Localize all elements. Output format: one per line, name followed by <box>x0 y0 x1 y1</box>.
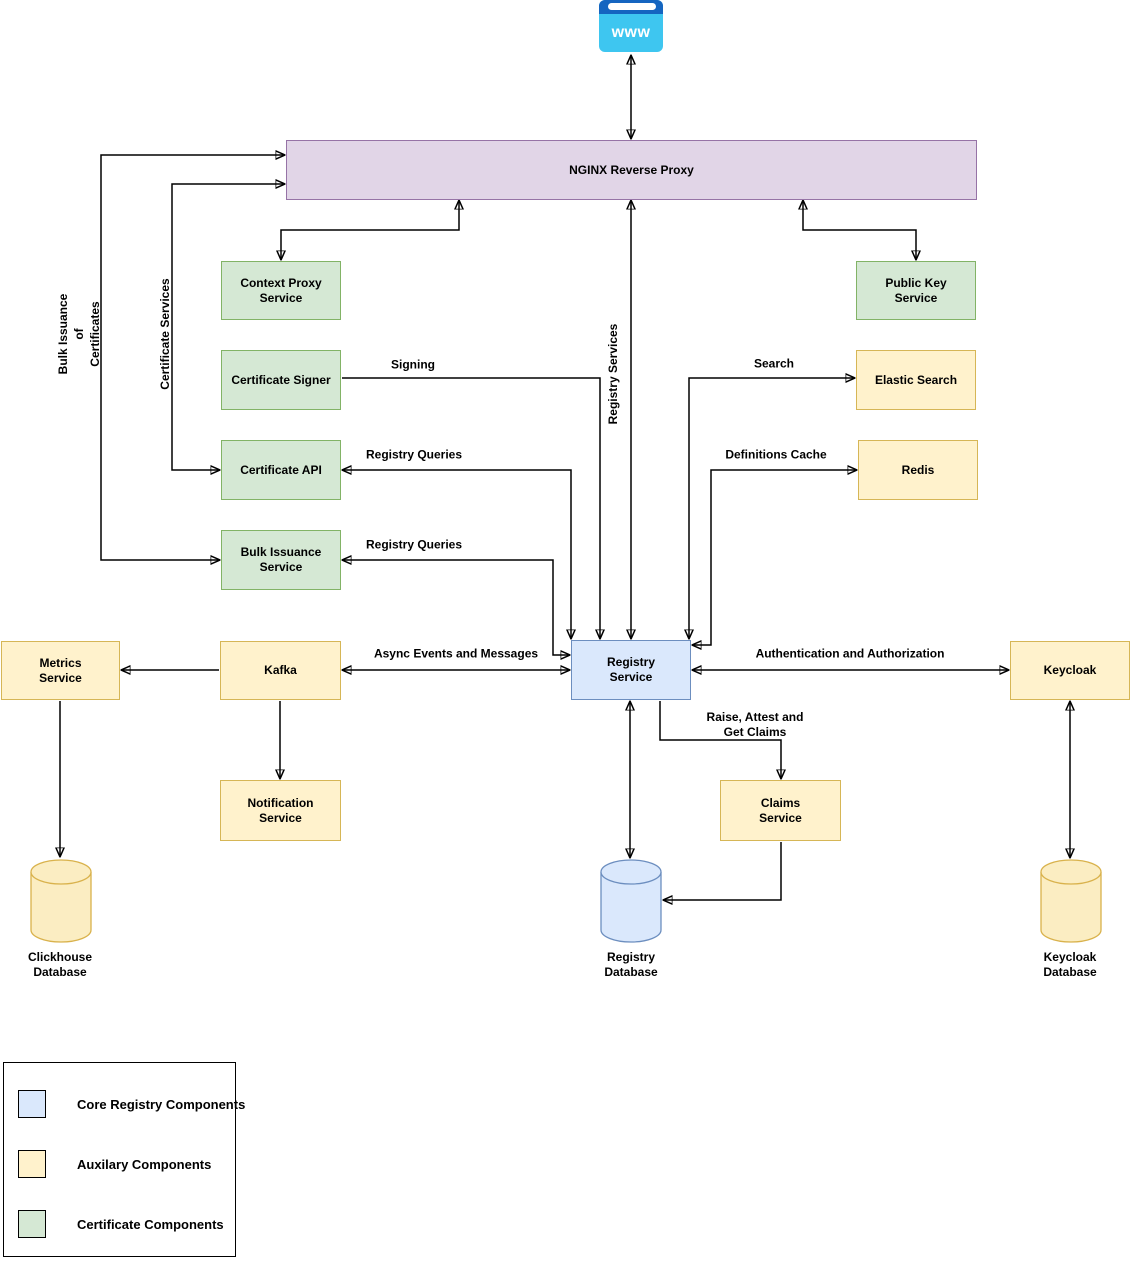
node-certificate-api: Certificate API <box>221 440 341 500</box>
node-label: Claims Service <box>759 795 802 825</box>
node-label: Metrics Service <box>39 655 82 685</box>
edge-label-registry-queries-bulk: Registry Queries <box>365 537 463 552</box>
edge-registry-redis <box>693 470 856 645</box>
node-notification-service: Notification Service <box>220 780 341 841</box>
node-label: Keycloak <box>1043 663 1097 677</box>
node-label: Context Proxy Service <box>240 275 322 305</box>
edge-registry-elastic-search <box>689 378 854 638</box>
node-label: Bulk Issuance Service <box>240 545 322 574</box>
node-kafka: Kafka <box>220 641 341 700</box>
node-label: Registry Service <box>606 655 656 684</box>
edge-label-bulk-issuance-of-certificates: Bulk Issuance of Certificates <box>56 293 102 375</box>
node-context-proxy-service: Context Proxy Service <box>221 261 341 320</box>
node-metrics-service: Metrics Service <box>1 641 120 700</box>
edge-label-definitions-cache: Definitions Cache <box>725 447 827 462</box>
edge-label-signing: Signing <box>391 357 435 372</box>
edge-nginx-bulk-issuance <box>100 155 284 560</box>
edge-label-registry-services: Registry Services <box>606 323 620 425</box>
node-certificate-signer: Certificate Signer <box>221 350 341 410</box>
node-bulk-issuance-service: Bulk Issuance Service <box>221 530 341 590</box>
registry-database-icon <box>600 859 662 943</box>
node-label: Certificate API <box>240 462 322 477</box>
legend-swatch-certificate-icon <box>18 1210 46 1238</box>
legend-swatch-auxilary-icon <box>18 1150 46 1178</box>
edge-claims-registry-db <box>664 842 782 900</box>
browser-www-icon: www <box>599 0 663 52</box>
node-label: Redis <box>901 462 935 477</box>
browser-address-bar <box>608 3 656 10</box>
node-label: NGINX Reverse Proxy <box>569 162 694 177</box>
keycloak-database-label: Keycloak Database <box>1043 950 1097 979</box>
edge-label-async-events: Async Events and Messages <box>373 646 539 661</box>
node-label: Kafka <box>264 663 297 677</box>
node-label: Notification Service <box>247 795 314 825</box>
legend-label-core: Core Registry Components <box>77 1096 246 1112</box>
edge-label-certificate-services: Certificate Services <box>158 278 172 390</box>
node-label: Certificate Signer <box>231 372 331 387</box>
edge-label-registry-queries-api: Registry Queries <box>365 447 463 462</box>
edge-nginx-context-proxy <box>281 201 459 259</box>
keycloak-database-icon <box>1040 859 1102 943</box>
edge-registry-claims <box>659 701 781 778</box>
node-elastic-search: Elastic Search <box>856 350 976 410</box>
legend-label-certificate: Certificate Components <box>77 1216 224 1232</box>
edge-signer-registry <box>342 377 600 638</box>
node-keycloak: Keycloak <box>1010 641 1130 700</box>
browser-titlebar <box>599 0 663 14</box>
legend: Core Registry Components Auxilary Compon… <box>3 1062 245 1257</box>
node-registry-service: Registry Service <box>571 640 691 700</box>
legend-item-auxilary: Auxilary Components <box>18 1150 211 1178</box>
edge-nginx-public-key <box>803 201 916 259</box>
edge-label-claims: Raise, Attest and Get Claims <box>706 710 804 739</box>
node-label: Public Key Service <box>885 275 947 305</box>
browser-label: www <box>611 24 651 41</box>
edge-nginx-certificate-api <box>171 184 284 470</box>
legend-swatch-core-icon <box>18 1090 46 1118</box>
edge-label-authentication: Authentication and Authorization <box>755 646 945 661</box>
registry-database-label: Registry Database <box>604 950 658 979</box>
clickhouse-database-icon <box>30 859 92 943</box>
node-nginx-reverse-proxy: NGINX Reverse Proxy <box>286 140 977 200</box>
edge-certificate-api-registry <box>343 470 571 638</box>
node-public-key-service: Public Key Service <box>856 261 976 320</box>
legend-label-auxilary: Auxilary Components <box>77 1156 212 1172</box>
edge-label-search: Search <box>753 356 795 371</box>
legend-item-certificate: Certificate Components <box>18 1210 224 1238</box>
clickhouse-database-label: Clickhouse Database <box>27 950 93 979</box>
node-label: Elastic Search <box>874 372 958 387</box>
node-claims-service: Claims Service <box>720 780 841 841</box>
legend-item-core: Core Registry Components <box>18 1090 245 1118</box>
edge-bulk-issuance-registry <box>343 560 569 655</box>
node-redis: Redis <box>858 440 978 500</box>
